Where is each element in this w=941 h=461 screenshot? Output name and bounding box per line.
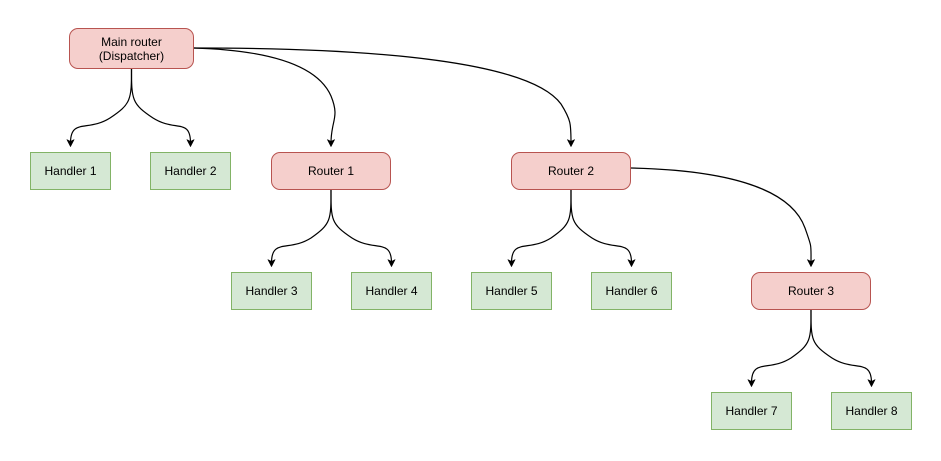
node-label-router-2: Router 2: [547, 164, 595, 178]
node-handler-1[interactable]: Handler 1: [30, 152, 111, 190]
node-main-router[interactable]: Main router (Dispatcher): [69, 28, 194, 69]
node-handler-4[interactable]: Handler 4: [351, 272, 432, 310]
edge-main-to-router-1: [193, 47, 336, 147]
node-router-1[interactable]: Router 1: [271, 152, 391, 190]
node-handler-5[interactable]: Handler 5: [471, 272, 552, 310]
edge-router-1-to-handler-3: [267, 189, 332, 267]
edge-router-3-to-handler-8: [810, 309, 876, 387]
node-label-main-router: Main router (Dispatcher): [98, 34, 165, 63]
node-handler-3[interactable]: Handler 3: [231, 272, 312, 310]
edge-router-1-to-handler-4: [330, 189, 396, 267]
node-router-3[interactable]: Router 3: [751, 272, 871, 310]
edge-main-to-handler-1: [66, 68, 133, 147]
node-handler-2[interactable]: Handler 2: [150, 152, 231, 190]
edge-router-2-to-handler-6: [570, 189, 636, 267]
node-label-handler-2: Handler 2: [164, 164, 217, 178]
node-label-handler-3: Handler 3: [245, 284, 298, 298]
node-label-handler-1: Handler 1: [44, 164, 97, 178]
node-label-handler-4: Handler 4: [365, 284, 418, 298]
node-label-handler-6: Handler 6: [605, 284, 658, 298]
edge-router-3-to-handler-7: [747, 309, 812, 387]
node-handler-8[interactable]: Handler 8: [831, 392, 912, 430]
edge-main-to-handler-2: [130, 68, 195, 147]
edge-router-2-to-router-3: [630, 167, 815, 267]
edge-router-2-to-handler-5: [507, 189, 572, 267]
node-handler-6[interactable]: Handler 6: [591, 272, 672, 310]
node-label-handler-7: Handler 7: [725, 404, 778, 418]
node-handler-7[interactable]: Handler 7: [711, 392, 792, 430]
node-label-router-3: Router 3: [787, 284, 835, 298]
node-label-handler-8: Handler 8: [845, 404, 898, 418]
node-router-2[interactable]: Router 2: [511, 152, 631, 190]
node-label-router-1: Router 1: [307, 164, 355, 178]
node-label-handler-5: Handler 5: [485, 284, 538, 298]
edge-main-to-router-2: [193, 47, 575, 147]
